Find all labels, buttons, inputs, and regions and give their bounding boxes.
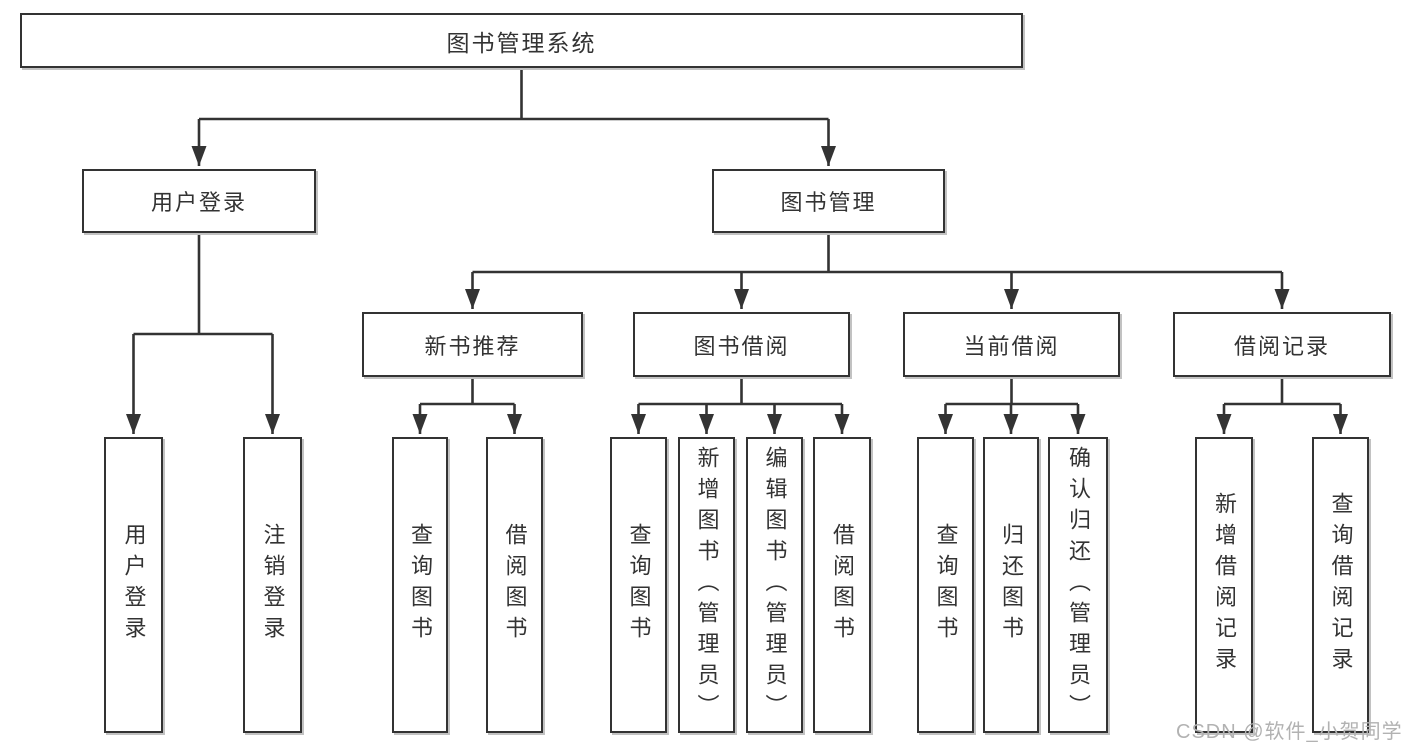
node-label: 借阅记录 — [1233, 333, 1330, 359]
node-library-system: 图书管理系统 — [20, 13, 1023, 68]
watermark-text: CSDN @软件_小贺同学 — [1176, 721, 1403, 743]
node-label: 用户登录 — [150, 190, 247, 215]
node-user-login: 用户登录 — [82, 169, 316, 233]
leaf-borrow-books-recommend: 借阅图书 — [486, 437, 543, 733]
node-new-book-recommend: 新书推荐 — [362, 312, 583, 377]
leaf-borrow-books: 借阅图书 — [813, 437, 871, 733]
node-label: 新书推荐 — [424, 333, 521, 359]
leaf-query-books-borrow: 查询图书 — [610, 437, 667, 733]
leaf-label: 查询图书 — [408, 523, 433, 647]
node-book-borrowing: 图书借阅 — [633, 312, 850, 377]
connector-borrow-stem — [638, 377, 842, 406]
leaf-user-login: 用户登录 — [104, 437, 163, 733]
leaf-label: 借阅图书 — [830, 523, 855, 647]
connector-bookmgmt-stem — [472, 233, 1282, 274]
leaf-label: 归还图书 — [999, 523, 1024, 647]
connector-userlogin-stem — [133, 233, 273, 336]
node-borrowing-records: 借阅记录 — [1173, 312, 1391, 377]
connector-root-stem — [199, 68, 829, 121]
connector-records-stem — [1224, 377, 1341, 406]
leaf-edit-book-admin: 编辑图书（管理员） — [746, 437, 803, 733]
leaf-confirm-return-admin: 确认归还（管理员） — [1048, 437, 1108, 733]
node-label: 图书管理 — [780, 190, 877, 215]
leaf-label: 新增借阅记录 — [1212, 492, 1237, 678]
leaf-query-borrow-record: 查询借阅记录 — [1312, 437, 1369, 733]
leaf-label: 新增图书（管理员） — [694, 445, 720, 725]
leaf-label: 查询图书 — [626, 523, 652, 647]
node-label: 图书借阅 — [693, 333, 790, 359]
node-book-management: 图书管理 — [712, 169, 945, 233]
leaf-label: 注销登录 — [260, 523, 286, 647]
leaf-add-borrow-record: 新增借阅记录 — [1195, 437, 1253, 733]
leaf-add-book-admin: 新增图书（管理员） — [678, 437, 735, 733]
leaf-label: 编辑图书（管理员） — [762, 445, 788, 725]
node-current-borrowing: 当前借阅 — [903, 312, 1120, 377]
connector-current-stem — [945, 377, 1078, 406]
leaf-label: 查询图书 — [933, 523, 959, 647]
leaf-logout: 注销登录 — [243, 437, 302, 733]
node-label: 图书管理系统 — [446, 29, 597, 56]
leaf-query-books-current: 查询图书 — [917, 437, 974, 733]
leaf-label: 查询借阅记录 — [1328, 492, 1354, 678]
leaf-label: 借阅图书 — [502, 523, 528, 647]
leaf-query-books-recommend: 查询图书 — [392, 437, 448, 733]
leaf-label: 用户登录 — [121, 523, 147, 647]
leaf-return-books: 归还图书 — [983, 437, 1039, 733]
node-label: 当前借阅 — [963, 333, 1060, 359]
leaf-label: 确认归还（管理员） — [1066, 445, 1091, 725]
connector-newbook-stem — [420, 377, 515, 406]
